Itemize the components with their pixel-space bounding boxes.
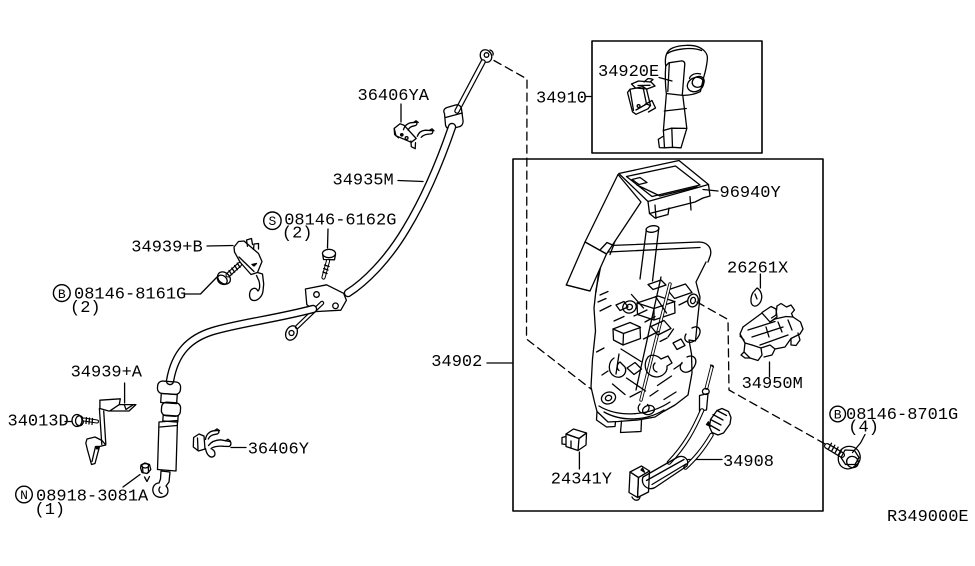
svg-text:N: N	[20, 488, 28, 503]
svg-text:34920E: 34920E	[598, 63, 659, 82]
svg-text:34939+B: 34939+B	[131, 239, 202, 258]
svg-text:36406YA: 36406YA	[358, 87, 430, 106]
svg-text:S: S	[268, 214, 276, 229]
svg-text:34013D: 34013D	[8, 413, 69, 432]
svg-text:08146-6162G: 08146-6162G	[284, 212, 396, 231]
svg-text:34935M: 34935M	[333, 172, 394, 191]
svg-text:34939+A: 34939+A	[71, 364, 143, 383]
svg-text:96940Y: 96940Y	[720, 184, 781, 203]
svg-text:(1): (1)	[35, 501, 66, 520]
svg-text:34902: 34902	[431, 353, 482, 372]
svg-text:B: B	[834, 408, 842, 423]
svg-text:(2): (2)	[70, 299, 101, 318]
svg-text:36406Y: 36406Y	[248, 441, 309, 460]
svg-text:B: B	[58, 287, 66, 302]
svg-text:(2): (2)	[282, 225, 313, 244]
svg-text:26261X: 26261X	[727, 260, 788, 279]
svg-text:R349000E: R349000E	[887, 508, 969, 527]
svg-text:34908: 34908	[723, 453, 774, 472]
svg-text:24341Y: 24341Y	[551, 471, 612, 490]
svg-text:34950M: 34950M	[742, 375, 803, 394]
svg-text:08146-8701G: 08146-8701G	[846, 406, 958, 425]
svg-text:08918-3081A: 08918-3081A	[36, 488, 149, 507]
svg-text:(4): (4)	[848, 419, 879, 438]
svg-text:08146-8161G: 08146-8161G	[74, 286, 186, 305]
svg-text:34910: 34910	[536, 89, 587, 108]
